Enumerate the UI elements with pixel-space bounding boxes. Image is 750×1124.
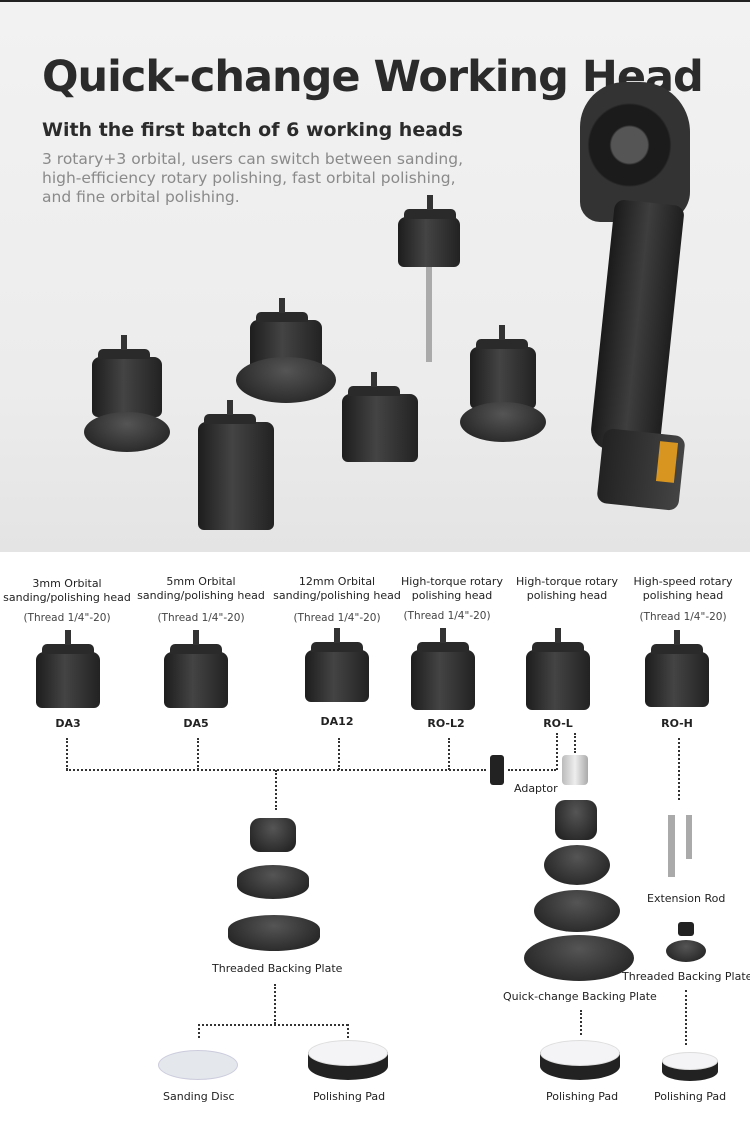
extension-rod-label: Extension Rod (647, 892, 726, 905)
head-code: RO-L2 (427, 717, 465, 730)
sanding-disc-image (158, 1050, 238, 1080)
threaded-plate-image (666, 940, 706, 962)
subtitle: With the first batch of 6 working heads (42, 119, 463, 141)
connector-line (347, 1024, 349, 1038)
head-image (398, 195, 460, 267)
polishing-pad-label: Polishing Pad (313, 1090, 386, 1103)
quick-plate-xs (555, 800, 597, 840)
thread-spec: (Thread 1/4"-20) (403, 610, 491, 622)
connector-line (198, 1024, 200, 1038)
sanding-disc-label: Sanding Disc (163, 1090, 235, 1103)
thread-spec: (Thread 1/4"-20) (157, 612, 245, 624)
extension-rod-image (668, 815, 675, 877)
thread-spec: (Thread 1/4"-20) (293, 612, 381, 624)
connector-line (66, 738, 68, 770)
head-code: DA3 (55, 717, 81, 730)
connector-line (198, 1024, 348, 1026)
head-image-ro-l2 (411, 628, 475, 710)
backing-plate-image (460, 402, 546, 442)
quick-plate-large (524, 935, 634, 981)
head-image (342, 372, 418, 462)
head-code: RO-L (543, 717, 573, 730)
head-code: DA12 (320, 715, 354, 728)
head-image-da12 (305, 628, 369, 702)
connector-line (448, 738, 450, 770)
head-code: DA5 (183, 717, 209, 730)
adaptor-label: Adaptor (514, 782, 558, 795)
thread-spec: (Thread 1/4"-20) (23, 612, 111, 624)
backing-plate-image (84, 412, 170, 452)
head-image-ro-h (645, 630, 709, 707)
threaded-plate-small (250, 818, 296, 852)
quick-plate-small (544, 845, 610, 885)
connector-line (508, 769, 556, 771)
threaded-backing-plate-right-label: Threaded Backing Plate (622, 970, 750, 983)
connector-line (338, 738, 340, 770)
connector-line (275, 770, 277, 810)
polisher-tool-image (580, 82, 700, 532)
connector-line (197, 738, 199, 770)
backing-plate-image (236, 357, 336, 403)
polishing-pad-image (540, 1040, 620, 1080)
head-image (470, 325, 536, 409)
adaptor-image (562, 755, 588, 785)
threaded-plate-small-image (678, 922, 694, 936)
polishing-pad-label: Polishing Pad (654, 1090, 727, 1103)
polishing-pad-image (662, 1052, 718, 1082)
connector-line (274, 984, 276, 1024)
polishing-pad-image (308, 1040, 388, 1080)
connector-line (556, 733, 558, 770)
extension-rod-image (686, 815, 692, 859)
thread-spec: (Thread 1/4"-20) (639, 611, 727, 623)
hero-banner: Quick-change Working Head With the first… (0, 0, 750, 552)
head-code: RO-H (661, 717, 693, 730)
extension-rod-image (426, 267, 432, 362)
polishing-pad-label: Polishing Pad (546, 1090, 619, 1103)
head-image-da5 (164, 630, 228, 708)
head-image (198, 400, 274, 530)
connector-line (580, 1010, 582, 1035)
quick-plate-medium (534, 890, 620, 932)
head-image (92, 335, 162, 417)
quick-change-backing-plate-label: Quick-change Backing Plate (503, 990, 657, 1003)
description: 3 rotary+3 orbital, users can switch bet… (42, 150, 464, 206)
head-image-da3 (36, 630, 100, 708)
connector-line (685, 990, 687, 1045)
connector-line (678, 738, 680, 800)
threaded-plate-large (228, 915, 320, 951)
threaded-plate-medium (237, 865, 309, 899)
adaptor-connector-image (490, 755, 504, 785)
head-image-ro-l (526, 628, 590, 710)
threaded-backing-plate-label: Threaded Backing Plate (212, 962, 343, 975)
connector-line (574, 733, 576, 753)
